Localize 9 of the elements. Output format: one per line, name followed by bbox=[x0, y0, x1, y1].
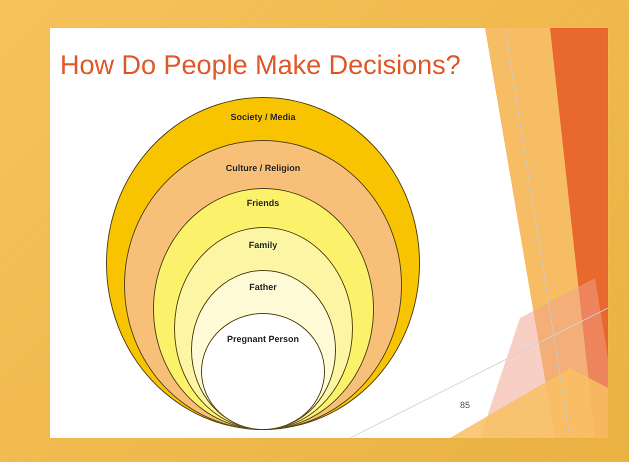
circle-label: Father bbox=[248, 282, 278, 292]
circle-label: Family bbox=[248, 240, 278, 250]
circle-label: Pregnant Person bbox=[226, 334, 300, 344]
circle-label: Culture / Religion bbox=[224, 163, 302, 173]
page-number: 85 bbox=[460, 400, 470, 410]
nested-circle bbox=[201, 313, 325, 430]
slide-title: How Do People Make Decisions? bbox=[60, 50, 461, 81]
circle-label: Society / Media bbox=[229, 112, 297, 122]
circle-label: Friends bbox=[246, 198, 280, 208]
